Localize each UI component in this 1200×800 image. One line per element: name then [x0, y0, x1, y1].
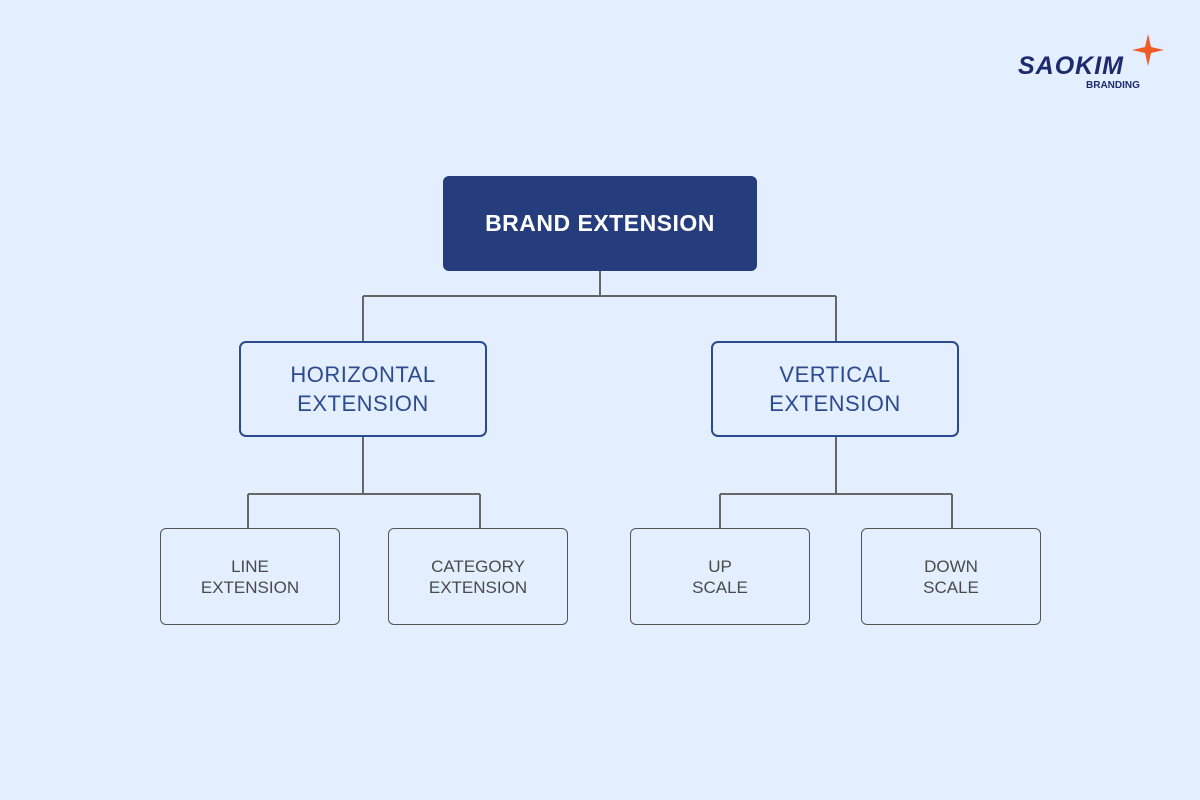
node-category-extension: CATEGORY EXTENSION	[388, 528, 568, 625]
node-label: HORIZONTAL EXTENSION	[290, 362, 436, 416]
node-vertical-extension: VERTICAL EXTENSION	[711, 341, 959, 437]
saokim-logo: SAOKIM BRANDING	[1018, 34, 1168, 94]
logo-name: SAOKIM	[1018, 52, 1124, 80]
node-label: CATEGORY EXTENSION	[428, 556, 528, 597]
node-label: LINE EXTENSION	[200, 556, 300, 597]
node-horizontal-extension: HORIZONTAL EXTENSION	[239, 341, 487, 437]
node-down-scale: DOWN SCALE	[861, 528, 1041, 625]
connector-horizontal	[247, 437, 481, 528]
logo-tagline: BRANDING	[1086, 80, 1140, 91]
node-label: DOWN SCALE	[923, 556, 979, 597]
connector-root	[362, 271, 837, 341]
root-label: BRAND EXTENSION	[485, 210, 715, 236]
connector-vertical	[719, 437, 953, 528]
node-line-extension: LINE EXTENSION	[160, 528, 340, 625]
node-label: UP SCALE	[692, 556, 748, 597]
node-label: VERTICAL EXTENSION	[769, 362, 901, 416]
sparkle-star-icon	[1132, 34, 1164, 66]
root-node-brand-extension: BRAND EXTENSION	[443, 176, 757, 271]
node-up-scale: UP SCALE	[630, 528, 810, 625]
